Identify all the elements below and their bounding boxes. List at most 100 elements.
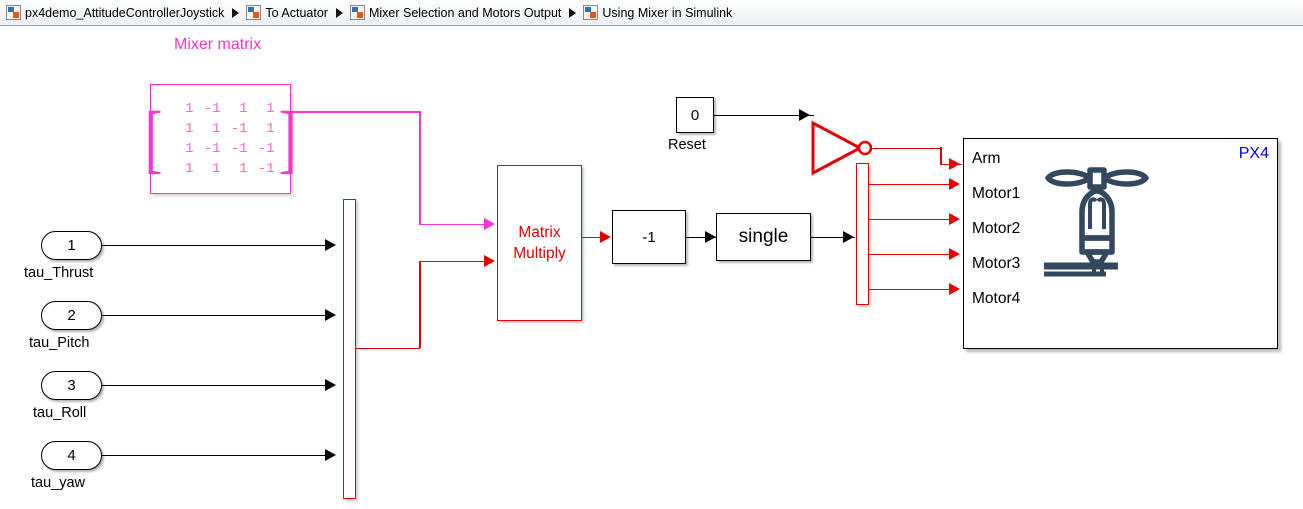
arrowhead-icon [325,449,336,461]
wire-multiply-to-gain [582,236,608,239]
matrix-cell: 1 [266,101,275,117]
px4-port-motor1: Motor1 [972,185,1021,202]
subsystem-icon [349,5,365,20]
wire-mixer-to-multiply [419,223,491,226]
px4-block-name: PX4 [1238,145,1269,162]
reset-value: 0 [690,106,700,124]
arrowhead-icon [325,239,336,251]
matrix-cell: -1 [203,141,221,157]
arrowhead-icon [484,255,495,267]
arrowhead-icon [949,178,960,190]
arrowhead-icon [949,248,960,260]
wire-reset-to-not [714,114,814,117]
arrowhead-icon [843,231,854,243]
inport-1[interactable]: 1 [41,231,102,260]
gain-value: -1 [642,228,656,246]
breadcrumb-item-1[interactable]: To Actuator [244,0,330,26]
wire-inport3-to-mux [102,384,334,387]
arrowhead-icon [325,379,336,391]
matrix-cell: -1 [230,141,248,157]
chevron-right-icon [335,7,343,18]
wire-mux-to-multiply [419,260,491,263]
mixer-matrix-values: [ 1 -1 1 1 1 1 -1 1 1 -1 -1 [144,97,297,181]
wire-demux-to-motor3 [869,253,952,256]
matrix-cell: 1 [185,101,194,117]
wire-not-to-arm [940,147,942,164]
wire-gain-to-cast [686,236,716,239]
wire-mixer-to-multiply [419,111,421,225]
matrix-cell: -1 [230,121,248,137]
breadcrumb-label: Using Mixer in Simulink [602,5,733,20]
matrix-cell: -1 [257,141,275,157]
subsystem-icon [583,5,599,20]
mixer-matrix-title: Mixer matrix [174,36,262,53]
subsystem-icon [246,5,262,20]
data-type-cast-block[interactable]: single [716,213,811,261]
matrix-cell: 1 [266,121,275,137]
matrix-multiply-line1: Matrix [518,224,561,241]
px4-port-motor3: Motor3 [972,255,1021,272]
subsystem-icon [6,5,21,20]
matrix-cell: 1 [185,121,194,137]
inport-label-tau-pitch: tau_Pitch [29,335,90,351]
inport-label-tau-roll: tau_Roll [33,405,87,421]
matrix-cell: 1 [185,161,194,177]
inport-3[interactable]: 3 [41,371,102,400]
matrix-cell: 1 [185,141,194,157]
matrix-multiply-block[interactable]: Matrix Multiply [497,165,582,321]
arrowhead-icon [799,109,810,121]
breadcrumb-item-2[interactable]: Mixer Selection and Motors Output [348,0,563,26]
wire-demux-to-motor2 [869,218,952,221]
gain-block[interactable]: -1 [612,210,686,264]
demux-bar[interactable] [856,163,869,305]
wire-mux-to-multiply [419,261,421,348]
matrix-cell: 1 [239,161,248,177]
quadcopter-motor-icon [1042,164,1152,282]
matrix-row: 1 -1 1 1 [167,99,275,119]
matrix-row: 1 1 -1 1 [167,119,275,139]
breadcrumb-label: px4demo_AttitudeControllerJoystick [25,5,225,20]
breadcrumb-item-3[interactable]: Using Mixer in Simulink [581,0,734,26]
arrowhead-icon [705,231,716,243]
inport-number: 2 [67,307,76,324]
arrowhead-icon [600,231,611,243]
mux-bar[interactable] [343,199,356,499]
breadcrumb-label: Mixer Selection and Motors Output [368,5,562,20]
wire-inport4-to-mux [102,454,334,457]
breadcrumb-label: To Actuator [265,5,328,20]
matrix-cell: 1 [212,121,221,137]
breadcrumb-item-0[interactable]: px4demo_AttitudeControllerJoystick [4,0,226,26]
wire-mux-to-multiply [356,347,420,350]
px4-port-motor4: Motor4 [972,290,1021,307]
px4-block[interactable]: PX4 Arm Motor1 Motor2 Motor3 Motor4 [963,138,1278,349]
inport-number: 1 [67,237,76,254]
wire-mixer-to-multiply [291,111,421,113]
matrix-multiply-line2: Multiply [513,245,566,262]
cast-label: single [738,226,789,247]
inport-2[interactable]: 2 [41,301,102,330]
simulink-canvas[interactable]: Mixer matrix [ 1 -1 1 1 1 1 -1 1 1 [0,27,1303,509]
inport-4[interactable]: 4 [41,441,102,470]
arrowhead-icon [949,158,960,170]
mixer-matrix-block[interactable]: [ 1 -1 1 1 1 1 -1 1 1 -1 -1 [145,84,296,194]
px4-port-arm: Arm [972,150,1001,167]
arrowhead-icon [484,218,495,230]
matrix-row: 1 -1 -1 -1 [167,139,275,159]
inport-number: 4 [67,447,76,464]
chevron-right-icon [569,7,577,18]
inport-label-tau-yaw: tau_yaw [31,475,86,491]
wire-inport2-to-mux [102,314,334,317]
chevron-right-icon [232,7,240,18]
inport-label-tau-thrust: tau_Thrust [24,265,94,281]
arrowhead-icon [949,213,960,225]
arrowhead-icon [325,309,336,321]
reset-constant-block[interactable]: 0 [676,97,714,133]
matrix-cell: 1 [239,101,248,117]
wire-demux-to-motor4 [869,288,952,291]
matrix-row: 1 1 1 -1 [167,159,275,179]
wire-cast-to-demux [811,236,855,239]
matrix-cell: -1 [257,161,275,177]
px4-port-motor2: Motor2 [972,220,1021,237]
wire-inport1-to-mux [102,244,334,247]
wire-not-to-arm [871,147,942,150]
